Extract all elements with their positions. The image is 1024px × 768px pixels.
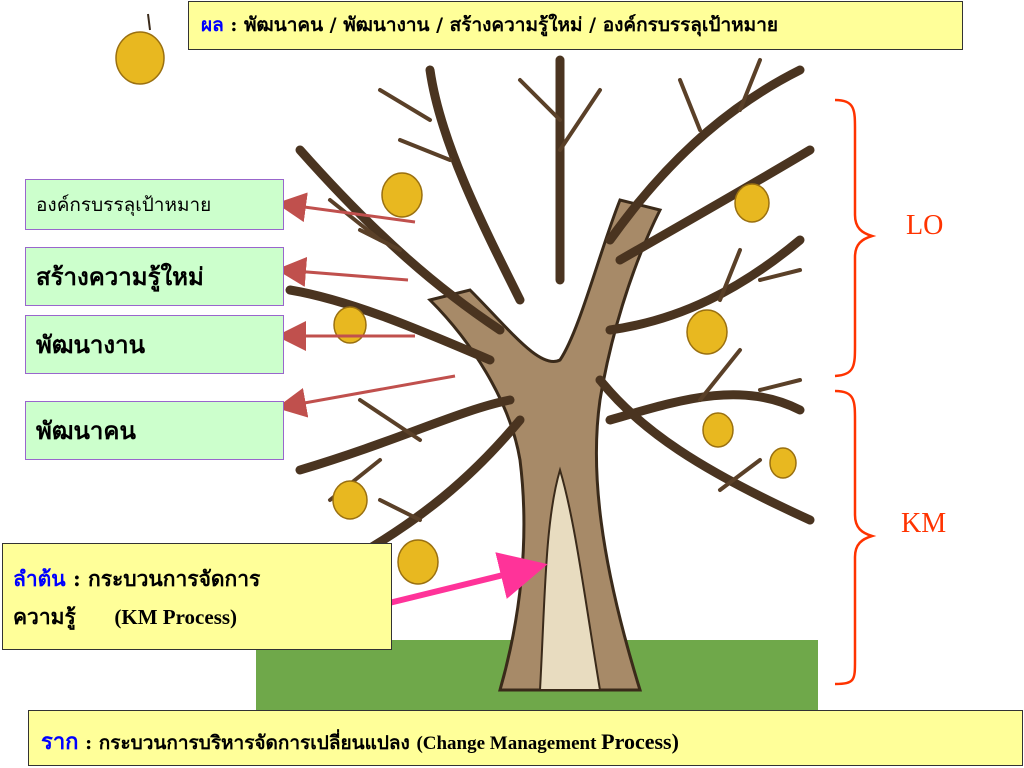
root-box: ราก : กระบวนการบริหารจัดการเปลี่ยนแปลง (…: [28, 710, 1023, 766]
pear: [381, 172, 423, 218]
pear: [686, 309, 728, 355]
label-people-dev: พัฒนาคน: [25, 401, 284, 460]
root-text-thai: : กระบวนการบริหารจัดการเปลี่ยนแปลง: [78, 732, 417, 754]
trunk-box: ลำต้น : กระบวนการจัดการ ความรู้ (KM Proc…: [2, 543, 392, 650]
label-work-dev-text: พัฒนางาน: [36, 330, 145, 359]
label-km: KM: [901, 508, 947, 539]
arrow-to-trunk: [384, 552, 548, 607]
label-lo: LO: [906, 210, 944, 241]
label-goal: องค์กรบรรลุเป้าหมาย: [25, 179, 284, 230]
label-new-knowledge-text: สร้างความรู้ใหม่: [36, 262, 204, 291]
root-text-en2: Process): [601, 729, 679, 754]
tree-twigs: [328, 58, 802, 522]
pear: [333, 306, 367, 344]
trunk-text: : กระบวนการจัดการ: [65, 566, 261, 591]
arrow-to-knowledge: [276, 256, 409, 287]
root-text-en: (Change Management: [416, 733, 602, 754]
brace-km: [834, 389, 877, 686]
brace-lo: [834, 98, 877, 378]
fruit-key: ผล: [201, 14, 224, 36]
label-new-knowledge: สร้างความรู้ใหม่: [25, 247, 284, 306]
pear: [397, 539, 439, 585]
trunk-english: (KM Process): [114, 605, 238, 629]
label-people-dev-text: พัฒนาคน: [36, 416, 136, 445]
arrow-to-people: [276, 374, 456, 418]
tree-trunk-highlight: [538, 466, 602, 691]
pear: [734, 183, 770, 223]
trunk-line2: ความรู้ (KM Process): [13, 594, 381, 640]
pear: [702, 412, 734, 448]
branch-arrows: [276, 192, 456, 418]
fruit-text: : พัฒนาคน / พัฒนางาน / สร้างความรู้ใหม่ …: [223, 14, 779, 36]
trunk-key: ลำต้น: [13, 566, 66, 591]
trunk-thai: ความรู้: [13, 604, 76, 629]
label-work-dev: พัฒนางาน: [25, 315, 284, 374]
pear-legend: [115, 31, 165, 85]
pear: [332, 480, 368, 520]
pear-stems: [147, 13, 151, 31]
fruit-box: ผล : พัฒนาคน / พัฒนางาน / สร้างความรู้ให…: [188, 1, 963, 50]
trunk-line1: ลำต้น : กระบวนการจัดการ: [13, 556, 381, 602]
arrow-to-goal: [276, 192, 416, 224]
pear: [769, 447, 797, 479]
label-goal-text: องค์กรบรรลุเป้าหมาย: [36, 193, 212, 216]
pears: [115, 31, 797, 585]
root-key: ราก: [41, 729, 79, 755]
